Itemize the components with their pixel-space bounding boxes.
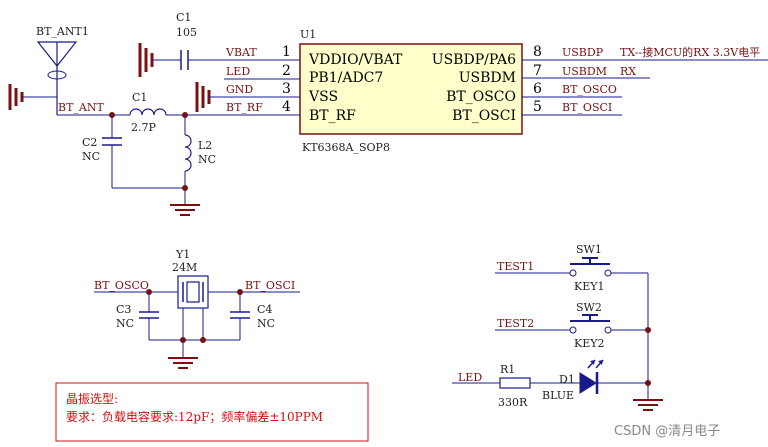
- l2-value: NC: [198, 153, 216, 166]
- c1-value: 105: [176, 26, 197, 39]
- u1-chip-body: [299, 43, 523, 135]
- c3-value: NC: [116, 317, 134, 330]
- ground-symbol-u1: [195, 82, 211, 112]
- tx-note: TX--接MCU的RX 3.3V电平: [620, 45, 760, 59]
- ground-symbol-rf: [170, 204, 200, 216]
- net-label: LED: [226, 65, 250, 78]
- u1-part: KT6368A_SOP8: [302, 141, 390, 154]
- pin-name: BT_RF: [309, 108, 356, 124]
- pin-name: USBDP/PA6: [432, 52, 516, 68]
- pin-name: BT_OSCI: [452, 108, 516, 124]
- switch-sw2: [569, 314, 612, 334]
- switch-sw1: [569, 257, 612, 277]
- u1-right-pins: USBDP/PA6 USBDM BT_OSCO BT_OSCI 8 7 6 5 …: [432, 44, 617, 124]
- sw1-name: KEY1: [574, 280, 605, 293]
- crystal-symbol: [177, 275, 209, 309]
- d1-ref: D1: [559, 373, 575, 386]
- crystal-value: 24M: [172, 261, 197, 274]
- u1-left-pins: VDDIO/VBAT PB1/ADC7 VSS BT_RF 1 2 3 4 VB…: [225, 44, 403, 124]
- net-label: VBAT: [225, 46, 257, 59]
- c4-ref: C4: [257, 303, 272, 316]
- net-label: GND: [226, 83, 253, 96]
- pin-name: BT_OSCO: [446, 89, 516, 105]
- sw2-ref: SW2: [576, 301, 602, 314]
- sw2-name: KEY2: [574, 337, 605, 350]
- c4-value: NC: [257, 317, 275, 330]
- c3-ref: C3: [116, 303, 131, 316]
- net-label: BT_OSCO: [562, 83, 617, 96]
- crystal-note-box: [55, 382, 369, 442]
- c1-ref: C1: [176, 11, 191, 24]
- pin-number: 3: [282, 81, 291, 97]
- junction-dot: [645, 327, 651, 333]
- ground-symbol-c1: [138, 43, 154, 77]
- pin-number: 6: [533, 81, 542, 97]
- note-line2: 要求：负载电容要求:12pF；频率偏差±10PPM: [66, 409, 323, 424]
- ground-symbol-crystal: [168, 357, 198, 369]
- pin-number: 7: [533, 63, 542, 79]
- watermark: CSDN @清月电子: [614, 424, 720, 439]
- inductor-l2: [184, 134, 192, 172]
- crystal-net-left: BT_OSCO: [94, 279, 149, 292]
- crystal-ref: Y1: [175, 248, 190, 261]
- l1-ref: C1: [132, 91, 147, 104]
- pin-name: VSS: [308, 89, 338, 105]
- antenna-symbol: [36, 41, 78, 115]
- resistor-r1: [499, 377, 531, 389]
- test1-net: TEST1: [497, 260, 534, 273]
- r1-ref: R1: [500, 363, 515, 376]
- junction-dot: [200, 337, 206, 343]
- test2-net: TEST2: [497, 317, 534, 330]
- led-net: LED: [458, 371, 482, 384]
- ground-symbol-antenna: [8, 84, 24, 110]
- ground-symbol-buttons: [633, 399, 663, 411]
- led-d1-symbol: [579, 359, 604, 394]
- crystal-net-right: BT_OSCI: [245, 279, 295, 292]
- inductor-l1: [129, 108, 167, 116]
- bt-ant-net: BT_ANT: [58, 101, 104, 114]
- pin-number: 8: [533, 44, 542, 60]
- r1-value: 330R: [498, 396, 528, 409]
- note-line1: 晶振选型:: [66, 392, 118, 406]
- l2-ref: L2: [198, 139, 212, 152]
- pin-name: PB1/ADC7: [309, 70, 383, 86]
- pin-name: USBDM: [459, 70, 516, 86]
- net-label: BT_OSCI: [562, 101, 612, 114]
- d1-color: BLUE: [542, 389, 574, 402]
- net-label: USBDM: [562, 65, 607, 78]
- c2-value: NC: [82, 150, 100, 163]
- antenna-ref: BT_ANT1: [36, 25, 89, 38]
- pin-number: 5: [533, 99, 542, 115]
- net-label: BT_RF: [226, 101, 263, 114]
- pin-number: 4: [282, 99, 291, 115]
- rx-note: RX: [620, 65, 636, 78]
- pin-number: 1: [282, 44, 291, 60]
- net-label: USBDP: [562, 46, 604, 59]
- sw1-ref: SW1: [576, 243, 602, 256]
- junction-dot: [182, 185, 188, 191]
- pin-number: 2: [282, 63, 291, 79]
- pin-name: VDDIO/VBAT: [308, 52, 403, 68]
- l1-value: 2.7P: [131, 121, 156, 134]
- u1-ref: U1: [300, 28, 316, 41]
- c2-ref: C2: [82, 136, 97, 149]
